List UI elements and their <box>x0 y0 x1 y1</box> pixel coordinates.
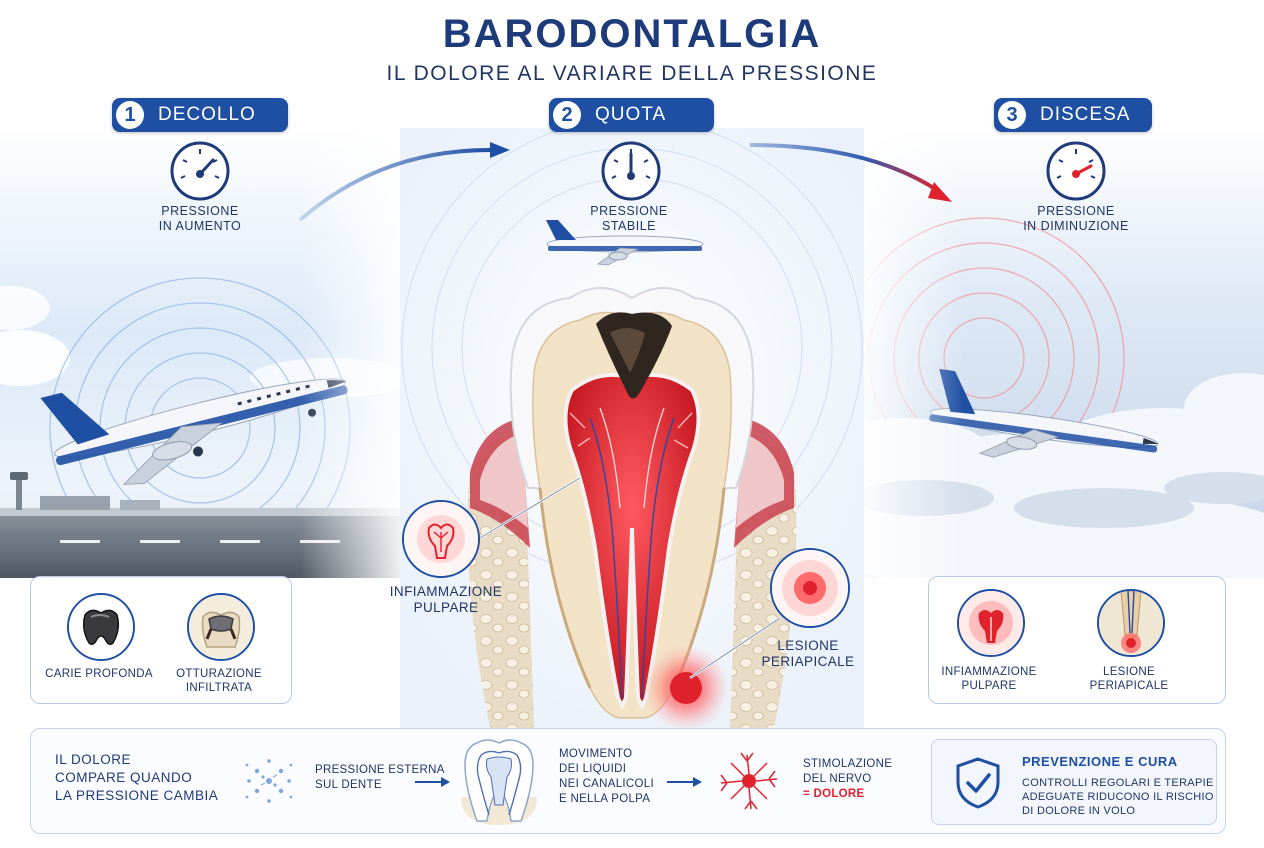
step-label: DISCESA <box>1040 104 1131 125</box>
gauge-label-cruise: PRESSIONE STABILE <box>590 204 668 233</box>
page-title: BARODONTALGIA <box>442 12 822 56</box>
pain-result: = DOLORE <box>803 788 865 800</box>
gauge-icon <box>169 140 231 202</box>
step-badge-descent: 3 DISCESA <box>994 98 1152 132</box>
arrow-right-icon <box>667 775 703 787</box>
step-number: 2 <box>553 101 581 129</box>
prevention-title: PREVENZIONE E CURA <box>1022 754 1178 769</box>
step-label: DECOLLO <box>158 104 256 125</box>
step-badge-cruise: 2 QUOTA <box>549 98 714 132</box>
pressure-particles-icon <box>237 749 301 813</box>
arrow-right-icon <box>415 775 451 787</box>
gauge-icon <box>600 140 662 202</box>
mechanism-step-nerve: STIMOLAZIONE DEL NERVO = DOLORE <box>803 758 893 800</box>
tooth-label-lesion: LESIONE PERIAPICALE <box>761 638 855 669</box>
gauge-label-descent: PRESSIONE IN DIMINUZIONE <box>1023 204 1129 233</box>
prevention-box: PREVENZIONE E CURA CONTROLLI REGOLARI E … <box>931 739 1217 825</box>
page-subtitle: IL DOLORE AL VARIARE DELLA PRESSIONE <box>386 62 878 85</box>
step-label: QUOTA <box>595 104 667 125</box>
mechanism-intro: IL DOLORE COMPARE QUANDO LA PRESSIONE CA… <box>55 752 219 803</box>
causes-card: CARIE PROFONDA OTTURAZIONE INFILTRATA <box>30 576 292 704</box>
tooth-cross-section <box>400 128 864 728</box>
effects-card: INFIAMMAZIONE PULPARE LESIONE PERIAPICAL… <box>928 576 1226 704</box>
mechanism-step-fluids: MOVIMENTO DEI LIQUIDI NEI CANALICOLI E N… <box>559 748 654 805</box>
mechanism-bar: IL DOLORE COMPARE QUANDO LA PRESSIONE CA… <box>30 728 1226 834</box>
infiltrated-filling-icon <box>187 593 255 661</box>
shield-check-icon <box>954 756 1002 810</box>
step-badge-takeoff: 1 DECOLLO <box>112 98 288 132</box>
nerve-cell-icon <box>713 745 785 817</box>
flight-path-arrows <box>290 120 970 230</box>
pulp-inflammation-callout-icon <box>402 500 480 578</box>
pulp-inflammation-icon <box>957 589 1025 657</box>
effect-label-pulp: INFIAMMAZIONE PULPARE <box>941 666 1037 692</box>
mechanism-step-pressure: PRESSIONE ESTERNA SUL DENTE <box>315 764 445 791</box>
gauge-label-takeoff: PRESSIONE IN AUMENTO <box>158 204 242 233</box>
descent-scene <box>864 128 1264 578</box>
cause-label-filling: OTTURAZIONE INFILTRATA <box>176 668 262 694</box>
periapical-lesion-callout-icon <box>770 548 850 628</box>
step-number: 1 <box>116 101 144 129</box>
periapical-lesion-icon <box>1097 589 1165 657</box>
cause-label-caries: CARIE PROFONDA <box>45 668 153 680</box>
step-number: 3 <box>998 101 1026 129</box>
effect-label-lesion: LESIONE PERIAPICALE <box>1089 666 1169 692</box>
gauge-icon <box>1045 140 1107 202</box>
deep-caries-icon <box>67 593 135 661</box>
airplane-cruise <box>540 218 710 268</box>
tooth-label-pulp: INFIAMMAZIONE PULPARE <box>389 584 503 615</box>
prevention-text: CONTROLLI REGOLARI E TERAPIE ADEGUATE RI… <box>1022 777 1214 817</box>
tooth-fluid-icon <box>457 735 541 827</box>
takeoff-scene <box>0 128 400 578</box>
